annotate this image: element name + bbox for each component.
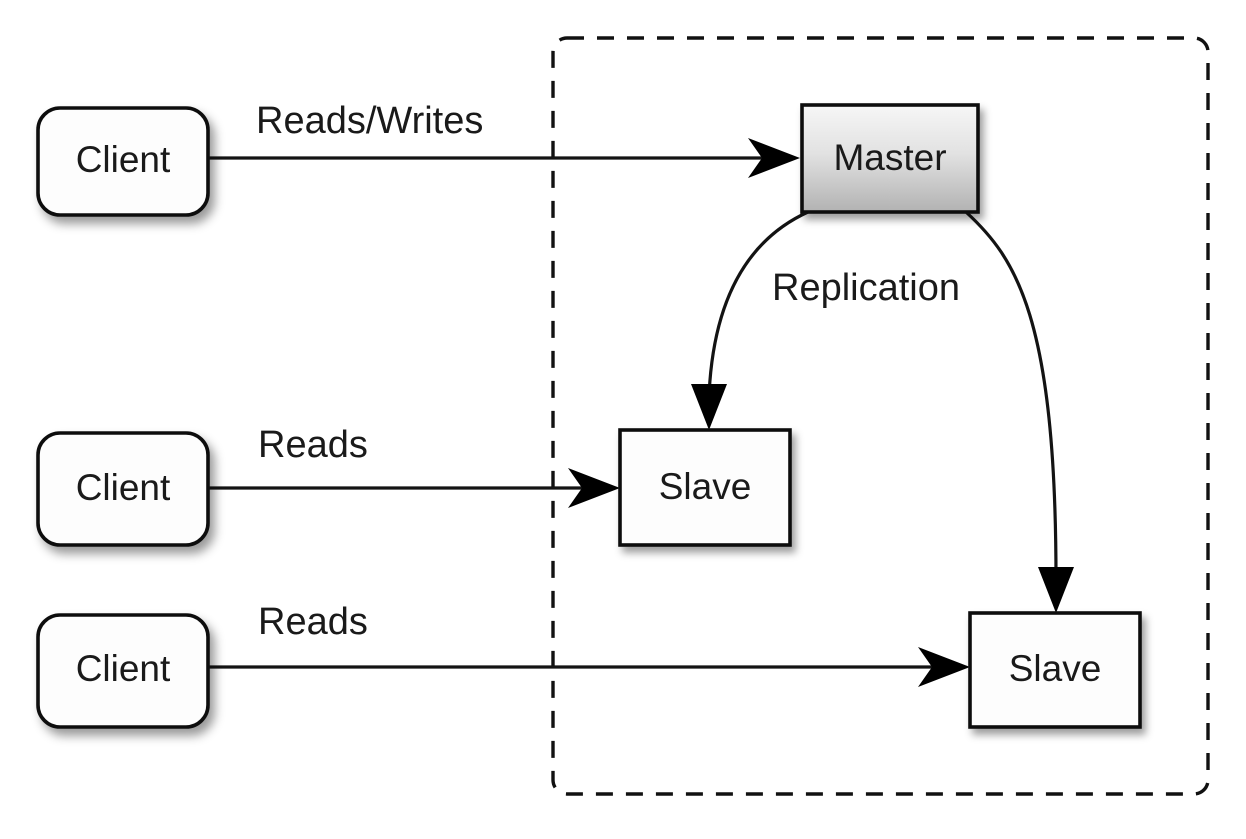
edge-label-reads-bottom: Reads xyxy=(258,601,368,643)
node-client-2[interactable]: Client xyxy=(36,431,210,547)
database-cluster-boundary xyxy=(551,36,1210,796)
arrowhead-barbed xyxy=(568,468,620,508)
slave-1-label: Slave xyxy=(659,466,752,507)
edge-master-slave1-replication xyxy=(691,210,809,430)
slave-1-box[interactable] xyxy=(618,428,792,547)
edge-label-reads-middle: Reads xyxy=(258,424,368,466)
node-client-1[interactable]: Client xyxy=(36,106,210,217)
edge-client2-slave1 xyxy=(208,468,620,508)
client-3-label: Client xyxy=(76,648,171,689)
edge-master-slave2-replication xyxy=(964,210,1074,613)
arrowhead-triangle xyxy=(1038,567,1074,613)
arrowhead-barbed xyxy=(748,138,800,178)
arrowhead-barbed xyxy=(918,647,970,687)
edge-label-replication: Replication xyxy=(772,267,960,309)
master-box[interactable] xyxy=(800,103,980,214)
slave-2-label: Slave xyxy=(1009,648,1102,689)
edge-label-reads-writes: Reads/Writes xyxy=(256,100,483,142)
master-label: Master xyxy=(833,137,946,178)
node-slave-1[interactable]: Slave xyxy=(618,428,792,547)
client-2-box[interactable] xyxy=(36,431,210,547)
edge-client3-slave2 xyxy=(208,647,970,687)
edge-client1-master xyxy=(208,138,800,178)
node-client-3[interactable]: Client xyxy=(36,613,210,729)
client-2-label: Client xyxy=(76,467,171,508)
node-master[interactable]: Master xyxy=(800,103,980,214)
slave-2-box[interactable] xyxy=(968,611,1142,729)
node-slave-2[interactable]: Slave xyxy=(968,611,1142,729)
client-1-label: Client xyxy=(76,139,171,180)
client-3-box[interactable] xyxy=(36,613,210,729)
arrowhead-triangle xyxy=(691,384,727,430)
client-1-box[interactable] xyxy=(36,106,210,217)
